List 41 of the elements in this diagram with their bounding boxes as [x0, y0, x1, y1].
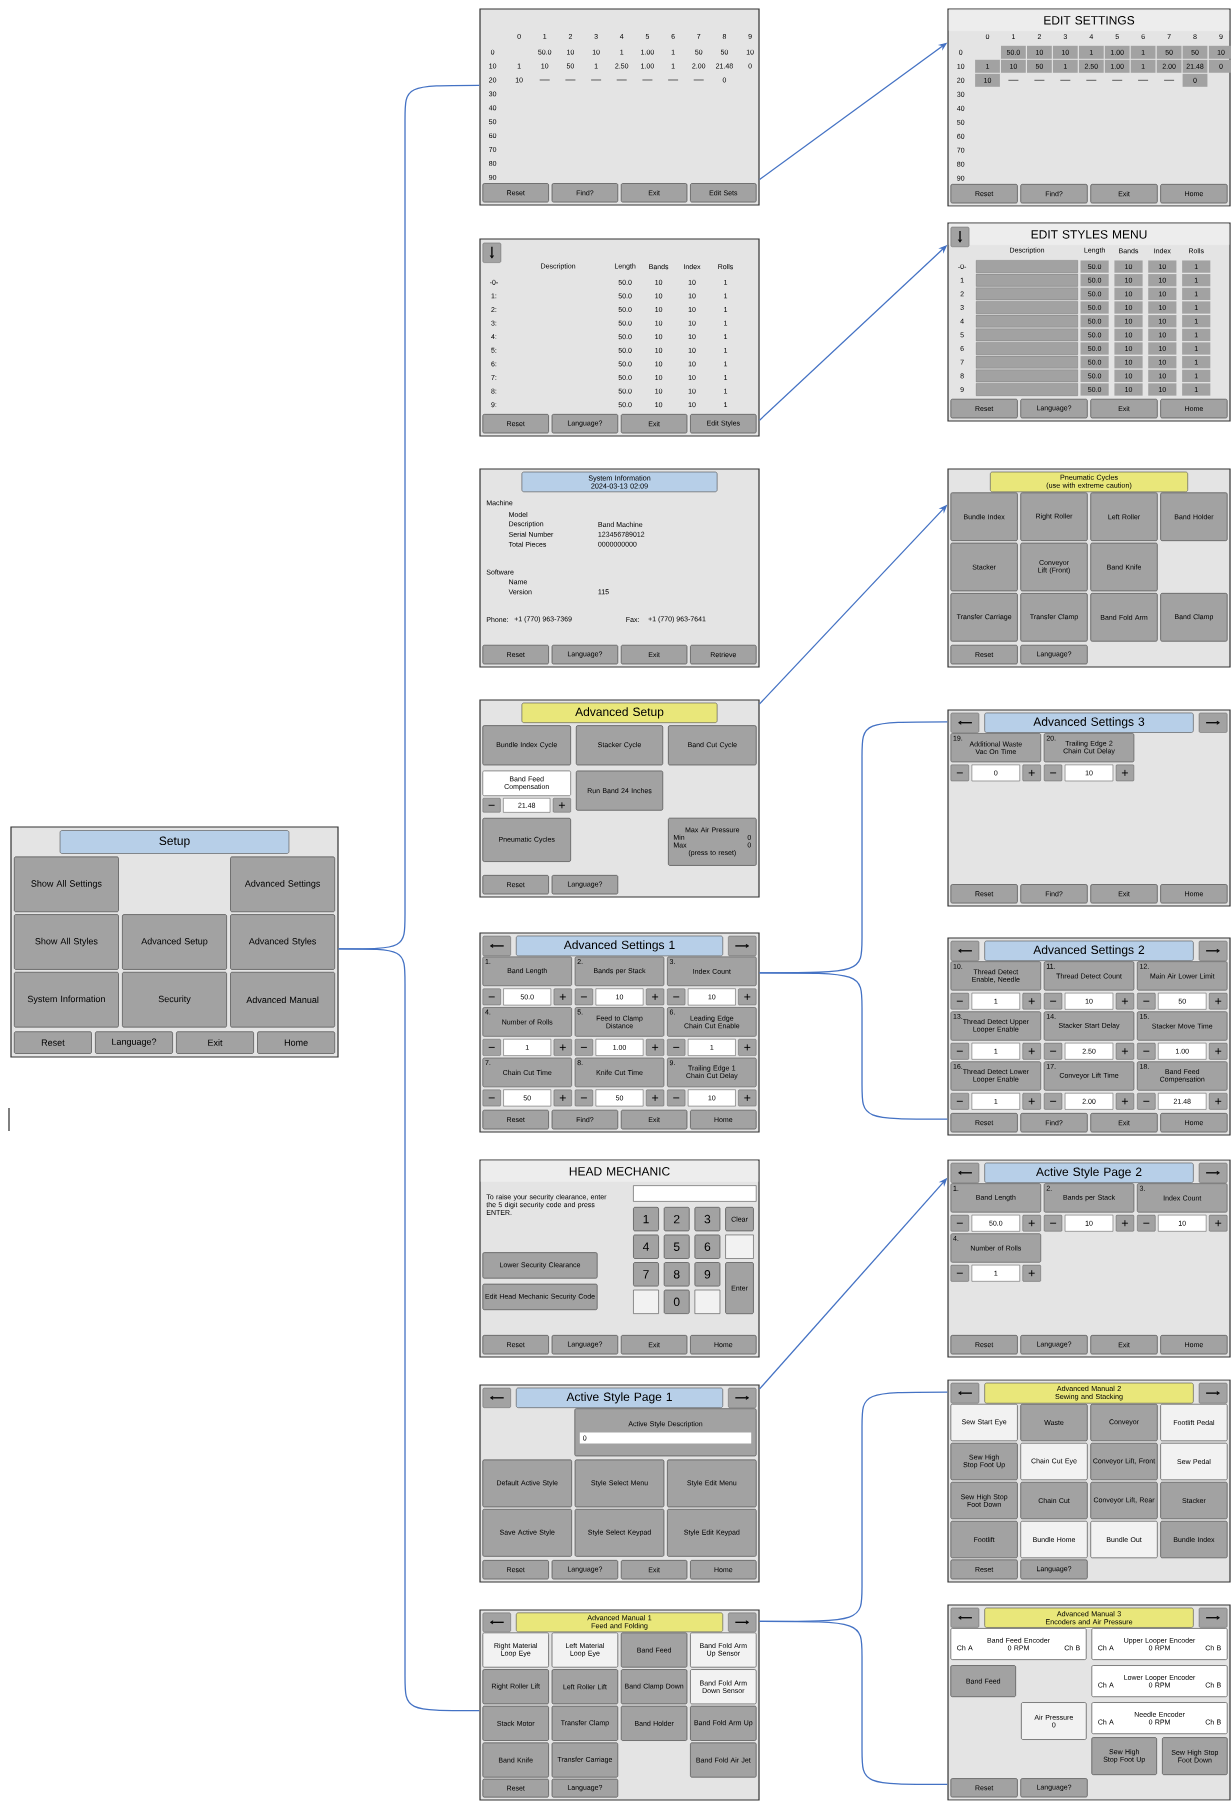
push-button: Advanced Setup: [122, 914, 227, 970]
title-bar: Active Style Page 1: [515, 1387, 724, 1408]
push-button: Language?: [95, 1031, 173, 1054]
title-bar: EDIT SETTINGS: [948, 9, 1230, 31]
push-button: Advanced Settings: [230, 856, 336, 913]
input-field: [633, 1185, 757, 1202]
title-bar: Setup: [59, 830, 290, 854]
connector-line: [758, 1620, 949, 1786]
title-bar: EDIT STYLES MENU: [948, 223, 1230, 246]
keypad-key: 5: [663, 1234, 690, 1259]
blank-key: [694, 1289, 721, 1314]
push-button: Show All Settings: [13, 856, 119, 913]
title-bar: Advanced Settings 1: [515, 935, 724, 957]
push-button: Advanced Styles: [230, 914, 336, 970]
title-bar: Advanced Settings 2: [984, 940, 1194, 961]
keypad-key: 3: [694, 1206, 721, 1232]
push-button: Advanced Manual: [230, 971, 336, 1028]
push-button: System Information: [13, 971, 119, 1028]
push-button: Exit: [176, 1031, 254, 1054]
connector-line: [337, 948, 481, 1712]
blank-key: [725, 1234, 754, 1259]
keypad-key: 6: [694, 1234, 721, 1259]
title-bar: Advanced Setup: [521, 702, 718, 723]
push-button: Security: [122, 971, 227, 1028]
keypad-key: 9: [694, 1262, 721, 1287]
title-bar: Active Style Page 2: [984, 1162, 1194, 1183]
push-button: Show All Styles: [13, 914, 119, 970]
keypad-key: 1: [633, 1206, 659, 1232]
screen-panel: [479, 8, 760, 206]
connector-line: [758, 972, 949, 1120]
keypad-key: 4: [633, 1234, 659, 1259]
keypad-key: 8: [663, 1262, 690, 1287]
title-bar: Advanced Settings 3: [984, 712, 1194, 733]
push-button: Reset: [13, 1031, 92, 1054]
blank-key: [633, 1289, 659, 1314]
title-bar: HEAD MECHANIC: [480, 1160, 759, 1182]
keypad-key: 0: [663, 1289, 690, 1314]
screen-panel: [479, 238, 760, 437]
keypad-key: 7: [633, 1262, 659, 1287]
push-button: Home: [257, 1031, 336, 1054]
keypad-key: 2: [663, 1206, 690, 1232]
